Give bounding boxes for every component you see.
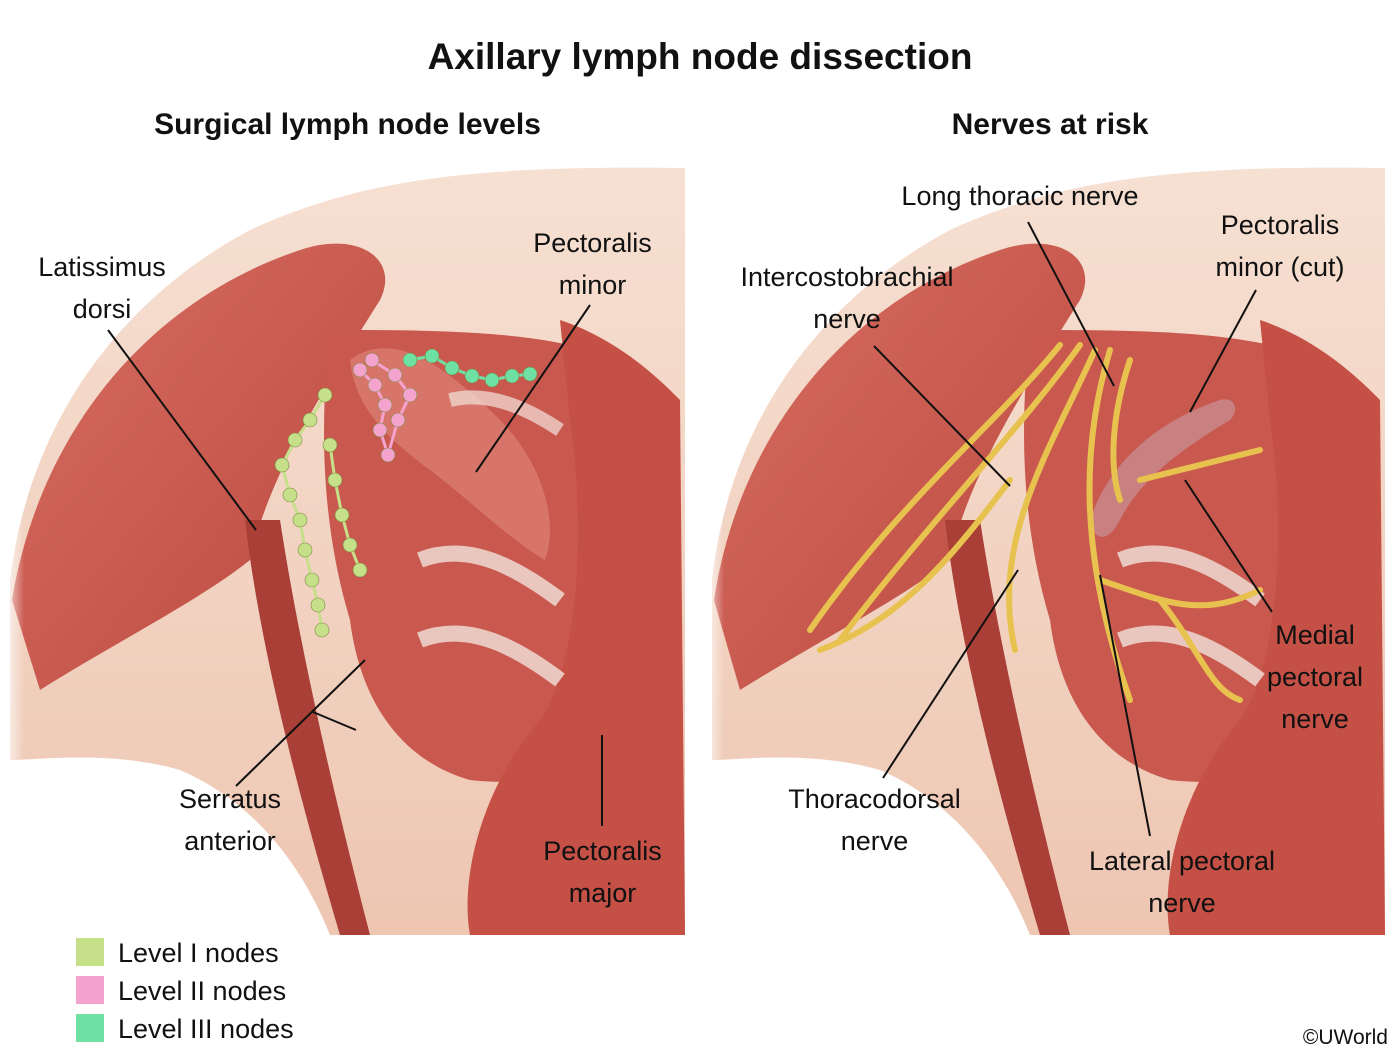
lymph-node (352, 362, 368, 378)
right-panel-subtitle: Nerves at risk (951, 108, 1149, 141)
lymph-node (387, 367, 403, 383)
lymph-node (444, 360, 460, 376)
level-3-nodes (402, 348, 538, 388)
lymph-node (274, 457, 290, 473)
medial-pectoral-nerve (1137, 447, 1263, 483)
legend-swatch (76, 976, 104, 1004)
lymph-node (377, 397, 393, 413)
lymph-node (342, 537, 358, 553)
lymph-node (292, 512, 308, 528)
lymph-node (424, 348, 440, 364)
right-leader-lines (873, 221, 1273, 837)
legend-label: Level II nodes (118, 976, 287, 1006)
node-chain (280, 394, 327, 631)
lymph-node (504, 368, 520, 384)
lymph-node (367, 377, 383, 393)
lymph-node (390, 412, 406, 428)
right-anatomy (700, 165, 1385, 945)
legend-label: Level III nodes (118, 1014, 294, 1044)
left-panel-subtitle: Surgical lymph node levels (154, 108, 541, 141)
legend-label: Level I nodes (118, 938, 279, 968)
legend-swatch (76, 938, 104, 966)
copyright: ©UWorld (1302, 1026, 1388, 1049)
label-long-thoracic-nerve: Long thoracic nerve (901, 181, 1139, 211)
lymph-node (327, 472, 343, 488)
lymph-node (317, 387, 333, 403)
lymph-node (522, 366, 538, 382)
lymph-node (380, 447, 396, 463)
level-1-nodes (274, 387, 368, 638)
lymph-node (364, 352, 380, 368)
nerve-branch (807, 342, 1063, 633)
lymph-node (402, 352, 418, 368)
lymph-node (282, 487, 298, 503)
lymph-node (484, 372, 500, 388)
left-leader-lines (107, 304, 603, 826)
lymph-node (302, 412, 318, 428)
lymph-node (287, 432, 303, 448)
legend-swatch (76, 1014, 104, 1042)
lymph-node (334, 507, 350, 523)
figure-title: Axillary lymph node dissection (427, 36, 973, 77)
lymph-node (464, 368, 480, 384)
left-anatomy (0, 165, 685, 945)
thoracodorsal-nerve (1006, 347, 1098, 653)
lymph-node (352, 562, 368, 578)
lymph-node (372, 422, 388, 438)
lymph-node (314, 622, 330, 638)
lymph-node (310, 597, 326, 613)
lymph-node (304, 572, 320, 588)
level-2-nodes (352, 352, 418, 463)
lymph-node (297, 542, 313, 558)
lymph-node (322, 437, 338, 453)
lymph-node (402, 387, 418, 403)
